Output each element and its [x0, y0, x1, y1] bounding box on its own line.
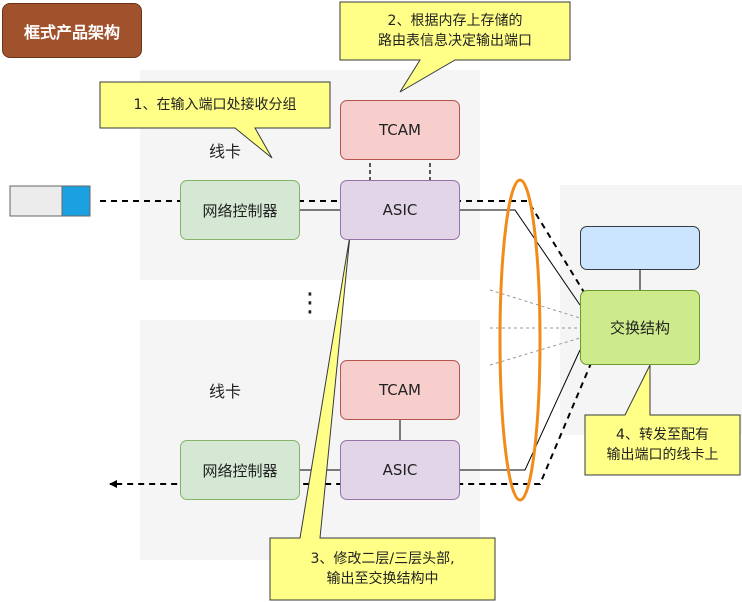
backplane-ellipse — [498, 178, 542, 502]
link-asic-top-switch — [460, 209, 581, 306]
tcam-bottom: TCAM — [340, 360, 460, 420]
line-card-top-label: 线卡 — [208, 142, 241, 161]
tcam-top: TCAM — [340, 100, 460, 160]
callout-step2-shape — [339, 1, 571, 93]
fan-line-1 — [489, 289, 581, 319]
flow-to-switch-arrow — [455, 200, 599, 316]
switch-aux-box — [580, 226, 700, 270]
net-controller-bottom: 网络控制器 — [180, 440, 300, 500]
callout-step2: 2、根据内存上存储的 路由表信息决定输出端口 — [378, 13, 532, 49]
asic-top: ASIC — [340, 180, 460, 240]
more-line-cards-ellipsis: ⋮ — [297, 288, 323, 318]
line-card-bottom-label: 线卡 — [208, 382, 241, 401]
packet-header-icon — [61, 185, 91, 217]
asic-bottom: ASIC — [340, 440, 460, 500]
diagram-title: 框式产品架构 — [2, 3, 142, 58]
callout-step4: 4、转发至配有 输出端口的线卡上 — [606, 427, 719, 463]
packet-icon — [9, 185, 63, 217]
callout-step3: 3、修改二层/三层头部, 输出至交换结构中 — [310, 551, 455, 587]
fan-line-3 — [489, 337, 581, 366]
callout-step1: 1、在输入端口处接收分组 — [133, 97, 297, 113]
net-controller-top: 网络控制器 — [180, 180, 300, 240]
callout-step4-shape — [584, 364, 741, 476]
link-asic-bottom-switch — [460, 349, 581, 471]
callout-step3-shape — [269, 234, 496, 601]
switch-fabric: 交换结构 — [580, 290, 700, 365]
callout-step1-shape — [99, 81, 331, 159]
